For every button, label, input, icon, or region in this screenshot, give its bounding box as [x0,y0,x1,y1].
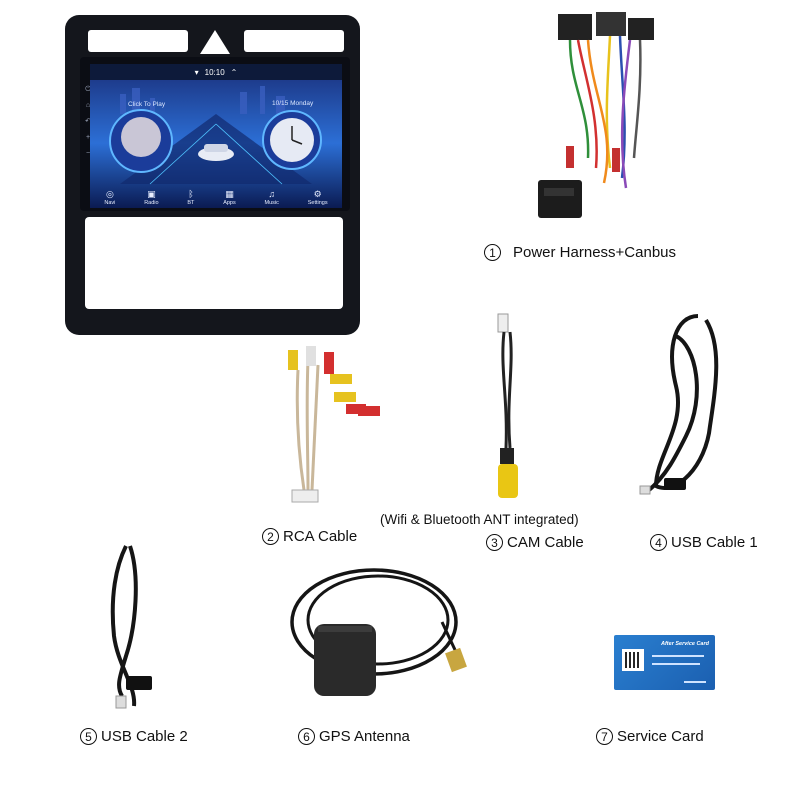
date-label: 10/15 Monday [272,100,314,107]
music-icon: ♫ [268,189,276,199]
service-card-title: After Service Card [661,641,709,647]
gps-antenna-image [290,568,467,696]
top-vent-right [244,30,344,52]
dock-item-music[interactable]: ♫Music [264,189,279,207]
card-text-line [652,663,700,665]
dock-item-settings[interactable]: ⚙Settings [307,189,328,207]
item-label-1: 1 Power Harness+Canbus [484,244,676,261]
power-harness-image [538,12,654,218]
item-label-5: 5 USB Cable 2 [80,728,188,745]
click-to-play-label: Click To Play [128,101,166,108]
dock-item-navi[interactable]: ◎Navi [104,189,116,207]
item-label-2: 2 RCA Cable [262,528,357,545]
hazard-button-icon [200,30,230,54]
rca-cable-image [288,346,380,503]
home-icon: ⌂ [85,102,91,109]
card-text-line [684,681,706,683]
lower-panel-opening [85,217,343,309]
expand-icon: ⌃ [230,67,238,77]
dock-item-apps[interactable]: ▦Apps [223,189,236,207]
side-controls: ⏻ ⌂ ↶ + − [84,82,92,182]
dock-item-radio[interactable]: ▣Radio [144,189,159,207]
usb-cable-2-image [110,545,152,709]
power-icon: ⏻ [85,86,91,93]
status-time: 10:10 [204,67,225,77]
item-label-7: 7 Service Card [596,728,704,745]
card-text-line [652,655,704,657]
back-icon: ↶ [85,118,91,125]
qr-code-icon [622,649,644,671]
wifi-bluetooth-note: (Wifi & Bluetooth ANT integrated) [380,512,579,527]
display-background [90,64,342,208]
service-card-image: After Service Card [614,635,715,690]
cam-cable-image [497,313,518,498]
wifi-icon: ▾ [194,67,199,77]
radio-icon: ▣ [147,189,156,199]
volume-up-icon: + [85,134,91,141]
settings-icon: ⚙ [313,189,322,199]
item-label-3: 3 CAM Cable [486,534,584,551]
top-vent-left [88,30,188,52]
status-bar: ▾ 10:10 ⌃ [90,64,342,80]
volume-down-icon: − [85,150,91,157]
item-label-4: 4 USB Cable 1 [650,534,758,551]
navigation-icon: ◎ [105,189,114,199]
usb-cable-1-image [639,314,719,495]
apps-icon: ▦ [225,189,234,199]
display-screen: ▾ 10:10 ⌃ Click To Play 10/15 Monday ◎Na… [90,64,342,208]
bluetooth-icon: ᛒ [188,189,194,199]
item-label-6: 6 GPS Antenna [298,728,410,745]
